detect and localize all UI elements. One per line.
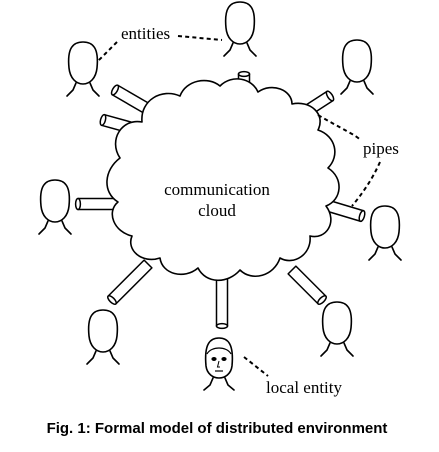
figure-caption: Fig. 1: Formal model of distributed envi… xyxy=(47,420,388,437)
entity-left-icon xyxy=(38,179,72,235)
entity-top-left-icon xyxy=(66,41,100,97)
pipes-leader-top xyxy=(317,114,361,141)
entities-label: entities xyxy=(121,24,170,43)
pipe-north-west-icon xyxy=(110,84,150,114)
pipe-south-east-icon xyxy=(287,265,327,305)
local-entity-face-icon xyxy=(203,337,235,391)
entity-top-right-icon xyxy=(340,39,374,95)
pipe-south-icon xyxy=(215,277,229,330)
pipe-west-icon xyxy=(74,197,119,211)
entity-top-center-icon xyxy=(223,1,257,57)
entities-leader-left xyxy=(96,41,118,63)
pipes-leader-bottom xyxy=(351,161,381,207)
local-entity-leader xyxy=(243,356,269,377)
cloud-label-line1: communication xyxy=(164,180,270,199)
entities-group xyxy=(38,1,402,365)
entity-right-icon xyxy=(368,205,402,261)
communication-cloud xyxy=(106,78,340,282)
pipe-south-west-icon xyxy=(107,259,153,305)
pipes-label: pipes xyxy=(363,139,399,158)
entities-leader-right xyxy=(177,35,223,41)
entity-bottom-right-icon xyxy=(320,301,354,357)
entity-bottom-left-icon xyxy=(86,309,120,365)
local-entity-label: local entity xyxy=(266,378,343,397)
cloud-label-line2: cloud xyxy=(198,201,236,220)
